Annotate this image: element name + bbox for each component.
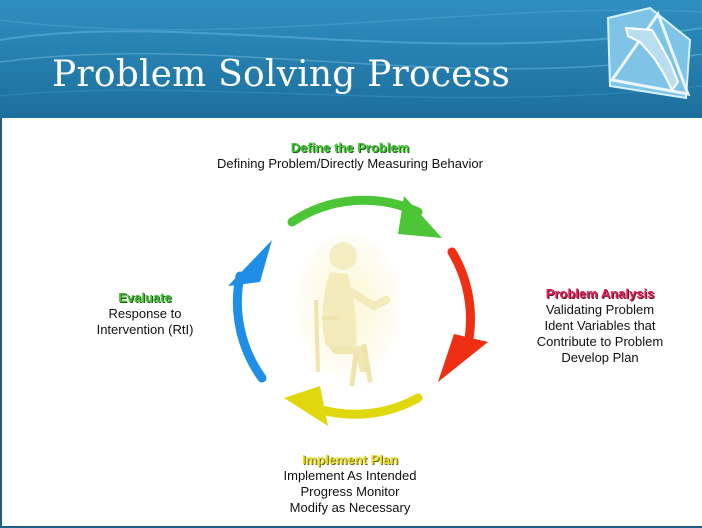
define-problem-title: Define the Problem	[290, 140, 410, 155]
problem-analysis-line: Develop Plan	[561, 350, 639, 365]
implement-arrow	[317, 393, 423, 419]
analysis-arrow	[447, 247, 475, 349]
implement-plan-label: Implement Plan Implement As Intended Pro…	[220, 452, 480, 516]
implement-plan-line: Progress Monitor	[300, 484, 400, 499]
problem-analysis-line: Ident Variables that	[544, 318, 656, 333]
evaluate-label: Evaluate Response to Intervention (RtI)	[60, 290, 230, 338]
evaluate-line: Response to	[108, 306, 182, 321]
title-bar: Problem Solving Process	[0, 0, 702, 118]
evaluate-arrowhead	[228, 240, 272, 286]
florida-logo-icon	[606, 6, 692, 100]
page-title: Problem Solving Process	[52, 54, 511, 95]
implement-plan-line: Implement As Intended	[283, 468, 417, 483]
header-wave-decoration	[0, 9, 702, 99]
thinking-person-icon	[296, 233, 400, 387]
analysis-arrowhead	[438, 334, 488, 382]
evaluate-arrow	[232, 271, 267, 383]
evaluate-line: Intervention (RtI)	[96, 322, 194, 337]
implement-arrowhead	[284, 386, 328, 426]
define-arrow	[287, 195, 423, 227]
define-problem-text: Defining Problem/Directly Measuring Beha…	[217, 156, 483, 171]
define-arrowhead	[398, 196, 442, 238]
problem-analysis-label: Problem Analysis Validating Problem Iden…	[500, 286, 700, 366]
define-problem-label: Define the Problem Defining Problem/Dire…	[170, 140, 530, 172]
implement-plan-title: Implement Plan	[301, 452, 399, 467]
content-frame	[0, 118, 702, 528]
problem-analysis-title: Problem Analysis	[545, 286, 655, 301]
evaluate-title: Evaluate	[118, 290, 172, 305]
implement-plan-line: Modify as Necessary	[289, 500, 411, 515]
problem-analysis-line: Validating Problem	[545, 302, 655, 317]
problem-analysis-line: Contribute to Problem	[536, 334, 664, 349]
